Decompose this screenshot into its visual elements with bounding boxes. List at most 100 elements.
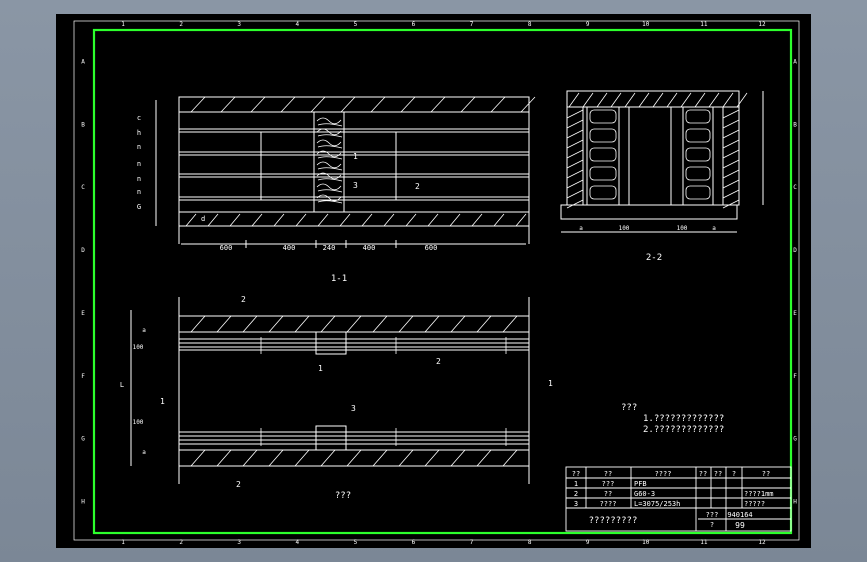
dimension-label: 600 bbox=[425, 244, 438, 252]
s22-bottom-slab bbox=[560, 204, 738, 220]
section-mark: 1 bbox=[548, 379, 553, 388]
tb-label: ? bbox=[710, 521, 714, 529]
s22-hatch bbox=[638, 92, 650, 108]
dimension-label: 400 bbox=[283, 244, 296, 252]
frame-outer-border bbox=[92, 28, 793, 535]
bottom-hatch bbox=[493, 213, 505, 227]
bottom-hatch bbox=[383, 213, 395, 227]
bottom-hatch bbox=[185, 213, 197, 227]
s22-hatch bbox=[666, 92, 678, 108]
plan-dim: L bbox=[120, 381, 124, 389]
tb-label: ??? bbox=[706, 511, 719, 519]
ruler-right-label: C bbox=[793, 184, 797, 191]
ruler-right-label: B bbox=[793, 121, 797, 128]
s22-hatch bbox=[566, 109, 584, 119]
plan-hatch bbox=[242, 449, 258, 467]
section-mark: 1 bbox=[160, 397, 165, 406]
s22-right-cabinet bbox=[682, 106, 714, 206]
s22-hatch bbox=[566, 189, 584, 199]
ruler-bottom-label: 12 bbox=[758, 539, 766, 546]
hatch-line bbox=[220, 96, 236, 113]
top-slab bbox=[178, 96, 530, 113]
bottom-hatch bbox=[273, 213, 285, 227]
s22-hatch bbox=[722, 109, 740, 119]
section-mark: 2 bbox=[236, 480, 241, 489]
s22-hatch bbox=[610, 92, 622, 108]
s22-hatch bbox=[568, 92, 580, 108]
tb-header: ???? bbox=[655, 470, 672, 478]
ruler-right-label: G bbox=[793, 436, 797, 443]
ruler-bottom-label: 11 bbox=[700, 539, 708, 546]
ruler-bottom-label: 2 bbox=[179, 539, 183, 546]
hatch-line bbox=[520, 96, 536, 113]
section-title: 2-2 bbox=[646, 253, 662, 263]
tb-header: ?? bbox=[762, 470, 770, 478]
rock-infill bbox=[316, 150, 343, 160]
section-1-1 bbox=[155, 96, 530, 248]
plan-dim: 100 bbox=[133, 344, 144, 351]
tb-cell: ?? bbox=[604, 490, 612, 498]
s22-hatch bbox=[566, 119, 584, 129]
plan-hatch bbox=[268, 449, 284, 467]
notes-item: 1.????????????? bbox=[643, 414, 724, 424]
plan-hatch bbox=[346, 315, 362, 333]
ruler-top-label: 11 bbox=[700, 21, 708, 28]
callout-label: 3 bbox=[351, 404, 356, 413]
ruler-top-label: 6 bbox=[412, 21, 416, 28]
ruler-bottom-label: 4 bbox=[295, 539, 299, 546]
cable-bundle bbox=[589, 147, 617, 162]
ruler-left-label: F bbox=[81, 373, 85, 380]
hatch-line bbox=[400, 96, 416, 113]
tb-cell: ????? bbox=[744, 500, 765, 508]
plan-hatch bbox=[450, 315, 466, 333]
ruler-top-label: 2 bbox=[179, 21, 183, 28]
callout-label: 1 bbox=[353, 152, 358, 161]
rock-infill bbox=[316, 172, 343, 182]
cable-bundle bbox=[685, 185, 711, 200]
cable-bundle bbox=[685, 147, 711, 162]
tb-cell: 1 bbox=[574, 480, 578, 488]
plan-hatch bbox=[190, 449, 206, 467]
tb-header: ? bbox=[732, 470, 736, 478]
ruler-left-label: G bbox=[81, 436, 85, 443]
ruler-left-label: C bbox=[81, 184, 85, 191]
ruler-bottom-label: 3 bbox=[237, 539, 241, 546]
dimension-label: a bbox=[712, 225, 716, 232]
ruler-bottom-label: 7 bbox=[470, 539, 474, 546]
s22-hatch bbox=[694, 92, 706, 108]
plan-hatch bbox=[242, 315, 258, 333]
section-2-2 bbox=[560, 90, 764, 233]
s22-hatch bbox=[722, 169, 740, 179]
ruler-top-label: 9 bbox=[586, 21, 590, 28]
s22-hatch bbox=[722, 179, 740, 189]
plan-wall-bottom bbox=[315, 425, 347, 451]
tb-cell: 2 bbox=[574, 490, 578, 498]
s22-hatch bbox=[566, 199, 584, 209]
callout-label: 1 bbox=[318, 364, 323, 373]
cable-bundle bbox=[685, 166, 711, 181]
plan-hatch bbox=[476, 449, 492, 467]
dimension-label: 100 bbox=[677, 225, 688, 232]
s22-hatch bbox=[722, 139, 740, 149]
rock-infill bbox=[316, 183, 343, 193]
hatch-line bbox=[250, 96, 266, 113]
tb-cell: ??? bbox=[602, 480, 615, 488]
tb-cell: G60-3 bbox=[634, 490, 655, 498]
dimension-label: 100 bbox=[619, 225, 630, 232]
infill-wall bbox=[313, 111, 345, 213]
s22-hatch bbox=[566, 149, 584, 159]
tb-value: 940164 bbox=[727, 511, 752, 519]
tb-value: 99 bbox=[735, 521, 745, 530]
ruler-right-label: A bbox=[793, 58, 797, 65]
hatch-line bbox=[460, 96, 476, 113]
plan-hatch bbox=[398, 449, 414, 467]
cable-bundle bbox=[685, 109, 711, 124]
level-mark: n bbox=[137, 175, 141, 183]
plan-hatch bbox=[502, 449, 518, 467]
bottom-hatch bbox=[449, 213, 461, 227]
s22-hatch bbox=[566, 179, 584, 189]
plan-hatch bbox=[216, 315, 232, 333]
notes-item: 2.????????????? bbox=[643, 425, 724, 435]
ruler-left-label: E bbox=[81, 310, 85, 317]
